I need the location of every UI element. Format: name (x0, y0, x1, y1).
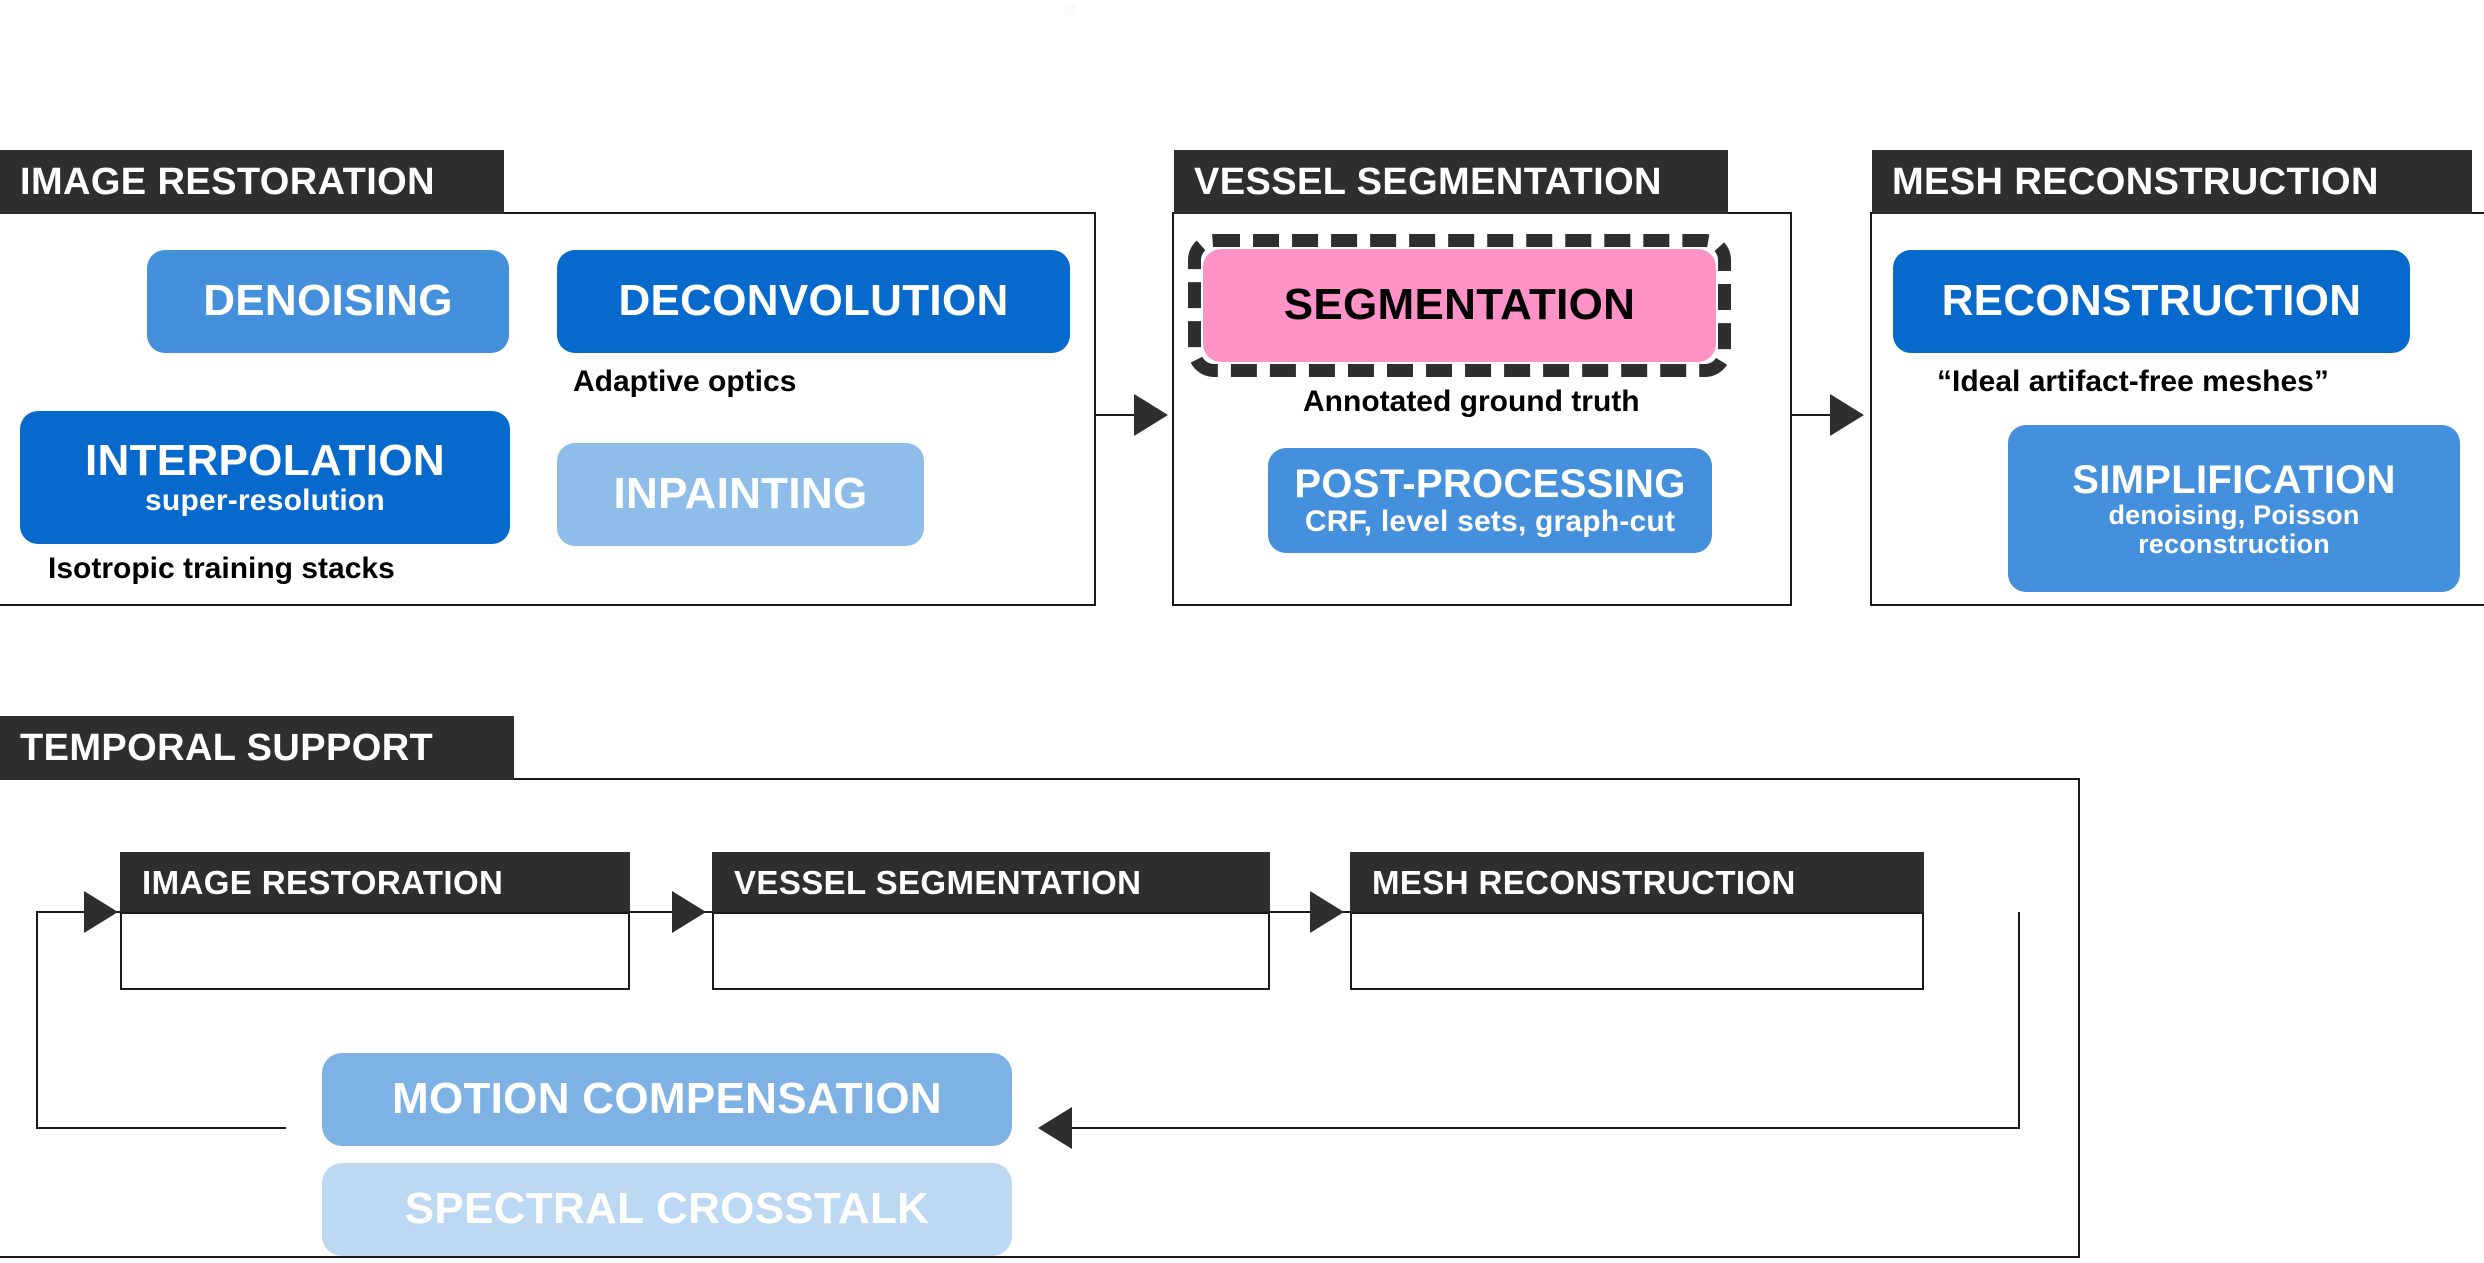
loop-into-stage1-horizontal (36, 911, 122, 913)
box-simplification-label: SIMPLIFICATION (2072, 457, 2396, 502)
box-segmentation[interactable]: SEGMENTATION (1203, 249, 1716, 362)
caption-isotropic-stacks: Isotropic training stacks (48, 552, 395, 585)
box-reconstruction-label: RECONSTRUCTION (1941, 276, 2362, 326)
loop-left-vertical (36, 912, 38, 1128)
panel-header-label: VESSEL SEGMENTATION (1194, 161, 1662, 203)
panel-header-label: TEMPORAL SUPPORT (20, 727, 434, 769)
temporal-stage-image-restoration-header[interactable]: IMAGE RESTORATION (120, 852, 630, 912)
box-reconstruction[interactable]: RECONSTRUCTION (1893, 250, 2410, 353)
temporal-stage-vessel-segmentation-frame (712, 912, 1270, 990)
image-speck (1064, 4, 1076, 16)
arrowhead-return-loop (1038, 1107, 1072, 1149)
loop-bottom-to-left-horizontal (36, 1127, 286, 1129)
connector-segmentation-to-mesh (1792, 414, 1860, 416)
segmentation-dashed-ring (1188, 234, 1731, 377)
box-motion-compensation-label: MOTION COMPENSATION (392, 1074, 942, 1124)
panel-header-label: MESH RECONSTRUCTION (1892, 161, 2379, 203)
box-interpolation[interactable]: INTERPOLATION super-resolution (20, 411, 510, 544)
loop-return-horizontal (1072, 1127, 2020, 1129)
arrowhead-restoration-to-segmentation (1134, 394, 1168, 436)
box-spectral-crosstalk[interactable]: SPECTRAL CROSSTALK (322, 1163, 1012, 1256)
loop-right-vertical (2018, 912, 2020, 1128)
box-segmentation-label: SEGMENTATION (1283, 280, 1636, 330)
temporal-stage-mesh-reconstruction-frame (1350, 912, 1924, 990)
box-denoising[interactable]: DENOISING (147, 250, 509, 353)
panel-temporal-support (0, 778, 2080, 1258)
connector-stage1-to-stage2 (630, 911, 712, 913)
box-post-processing[interactable]: POST-PROCESSING CRF, level sets, graph-c… (1268, 448, 1712, 553)
temporal-stage-mesh-reconstruction-header[interactable]: MESH RECONSTRUCTION (1350, 852, 1924, 912)
panel-header-mesh-reconstruction: MESH RECONSTRUCTION (1872, 150, 2472, 214)
arrowhead-stage1-to-stage2 (672, 891, 706, 933)
box-simplification-sub: denoising, Poisson reconstruction (2108, 500, 2360, 559)
box-post-processing-sub: CRF, level sets, graph-cut (1304, 504, 1676, 538)
box-inpainting[interactable]: INPAINTING (557, 443, 924, 546)
arrowhead-segmentation-to-mesh (1830, 394, 1864, 436)
arrowhead-into-stage1 (84, 891, 118, 933)
caption-adaptive-optics: Adaptive optics (573, 365, 797, 398)
box-interpolation-sub: super-resolution (145, 483, 385, 517)
caption-ideal-meshes: “Ideal artifact-free meshes” (1937, 365, 2329, 398)
temporal-stage-label: VESSEL SEGMENTATION (734, 863, 1142, 901)
panel-header-label: IMAGE RESTORATION (20, 161, 435, 203)
temporal-stage-label: MESH RECONSTRUCTION (1372, 863, 1796, 901)
connector-restoration-to-segmentation (1096, 414, 1164, 416)
panel-header-vessel-segmentation: VESSEL SEGMENTATION (1174, 150, 1728, 214)
box-motion-compensation[interactable]: MOTION COMPENSATION (322, 1053, 1012, 1146)
arrowhead-stage2-to-stage3 (1310, 891, 1344, 933)
temporal-stage-label: IMAGE RESTORATION (142, 863, 504, 901)
box-interpolation-label: INTERPOLATION (85, 436, 445, 486)
box-post-processing-label: POST-PROCESSING (1294, 462, 1686, 507)
box-inpainting-label: INPAINTING (613, 469, 868, 519)
box-deconvolution-label: DECONVOLUTION (618, 276, 1009, 326)
temporal-stage-vessel-segmentation-header[interactable]: VESSEL SEGMENTATION (712, 852, 1270, 912)
caption-annotated-ground-truth: Annotated ground truth (1303, 385, 1640, 418)
panel-header-image-restoration: IMAGE RESTORATION (0, 150, 504, 214)
box-deconvolution[interactable]: DECONVOLUTION (557, 250, 1070, 353)
box-simplification[interactable]: SIMPLIFICATION denoising, Poisson recons… (2008, 425, 2460, 592)
temporal-stage-image-restoration-frame (120, 912, 630, 990)
panel-header-temporal-support: TEMPORAL SUPPORT (0, 716, 514, 780)
box-spectral-crosstalk-label: SPECTRAL CROSSTALK (404, 1184, 930, 1234)
box-denoising-label: DENOISING (203, 276, 453, 326)
